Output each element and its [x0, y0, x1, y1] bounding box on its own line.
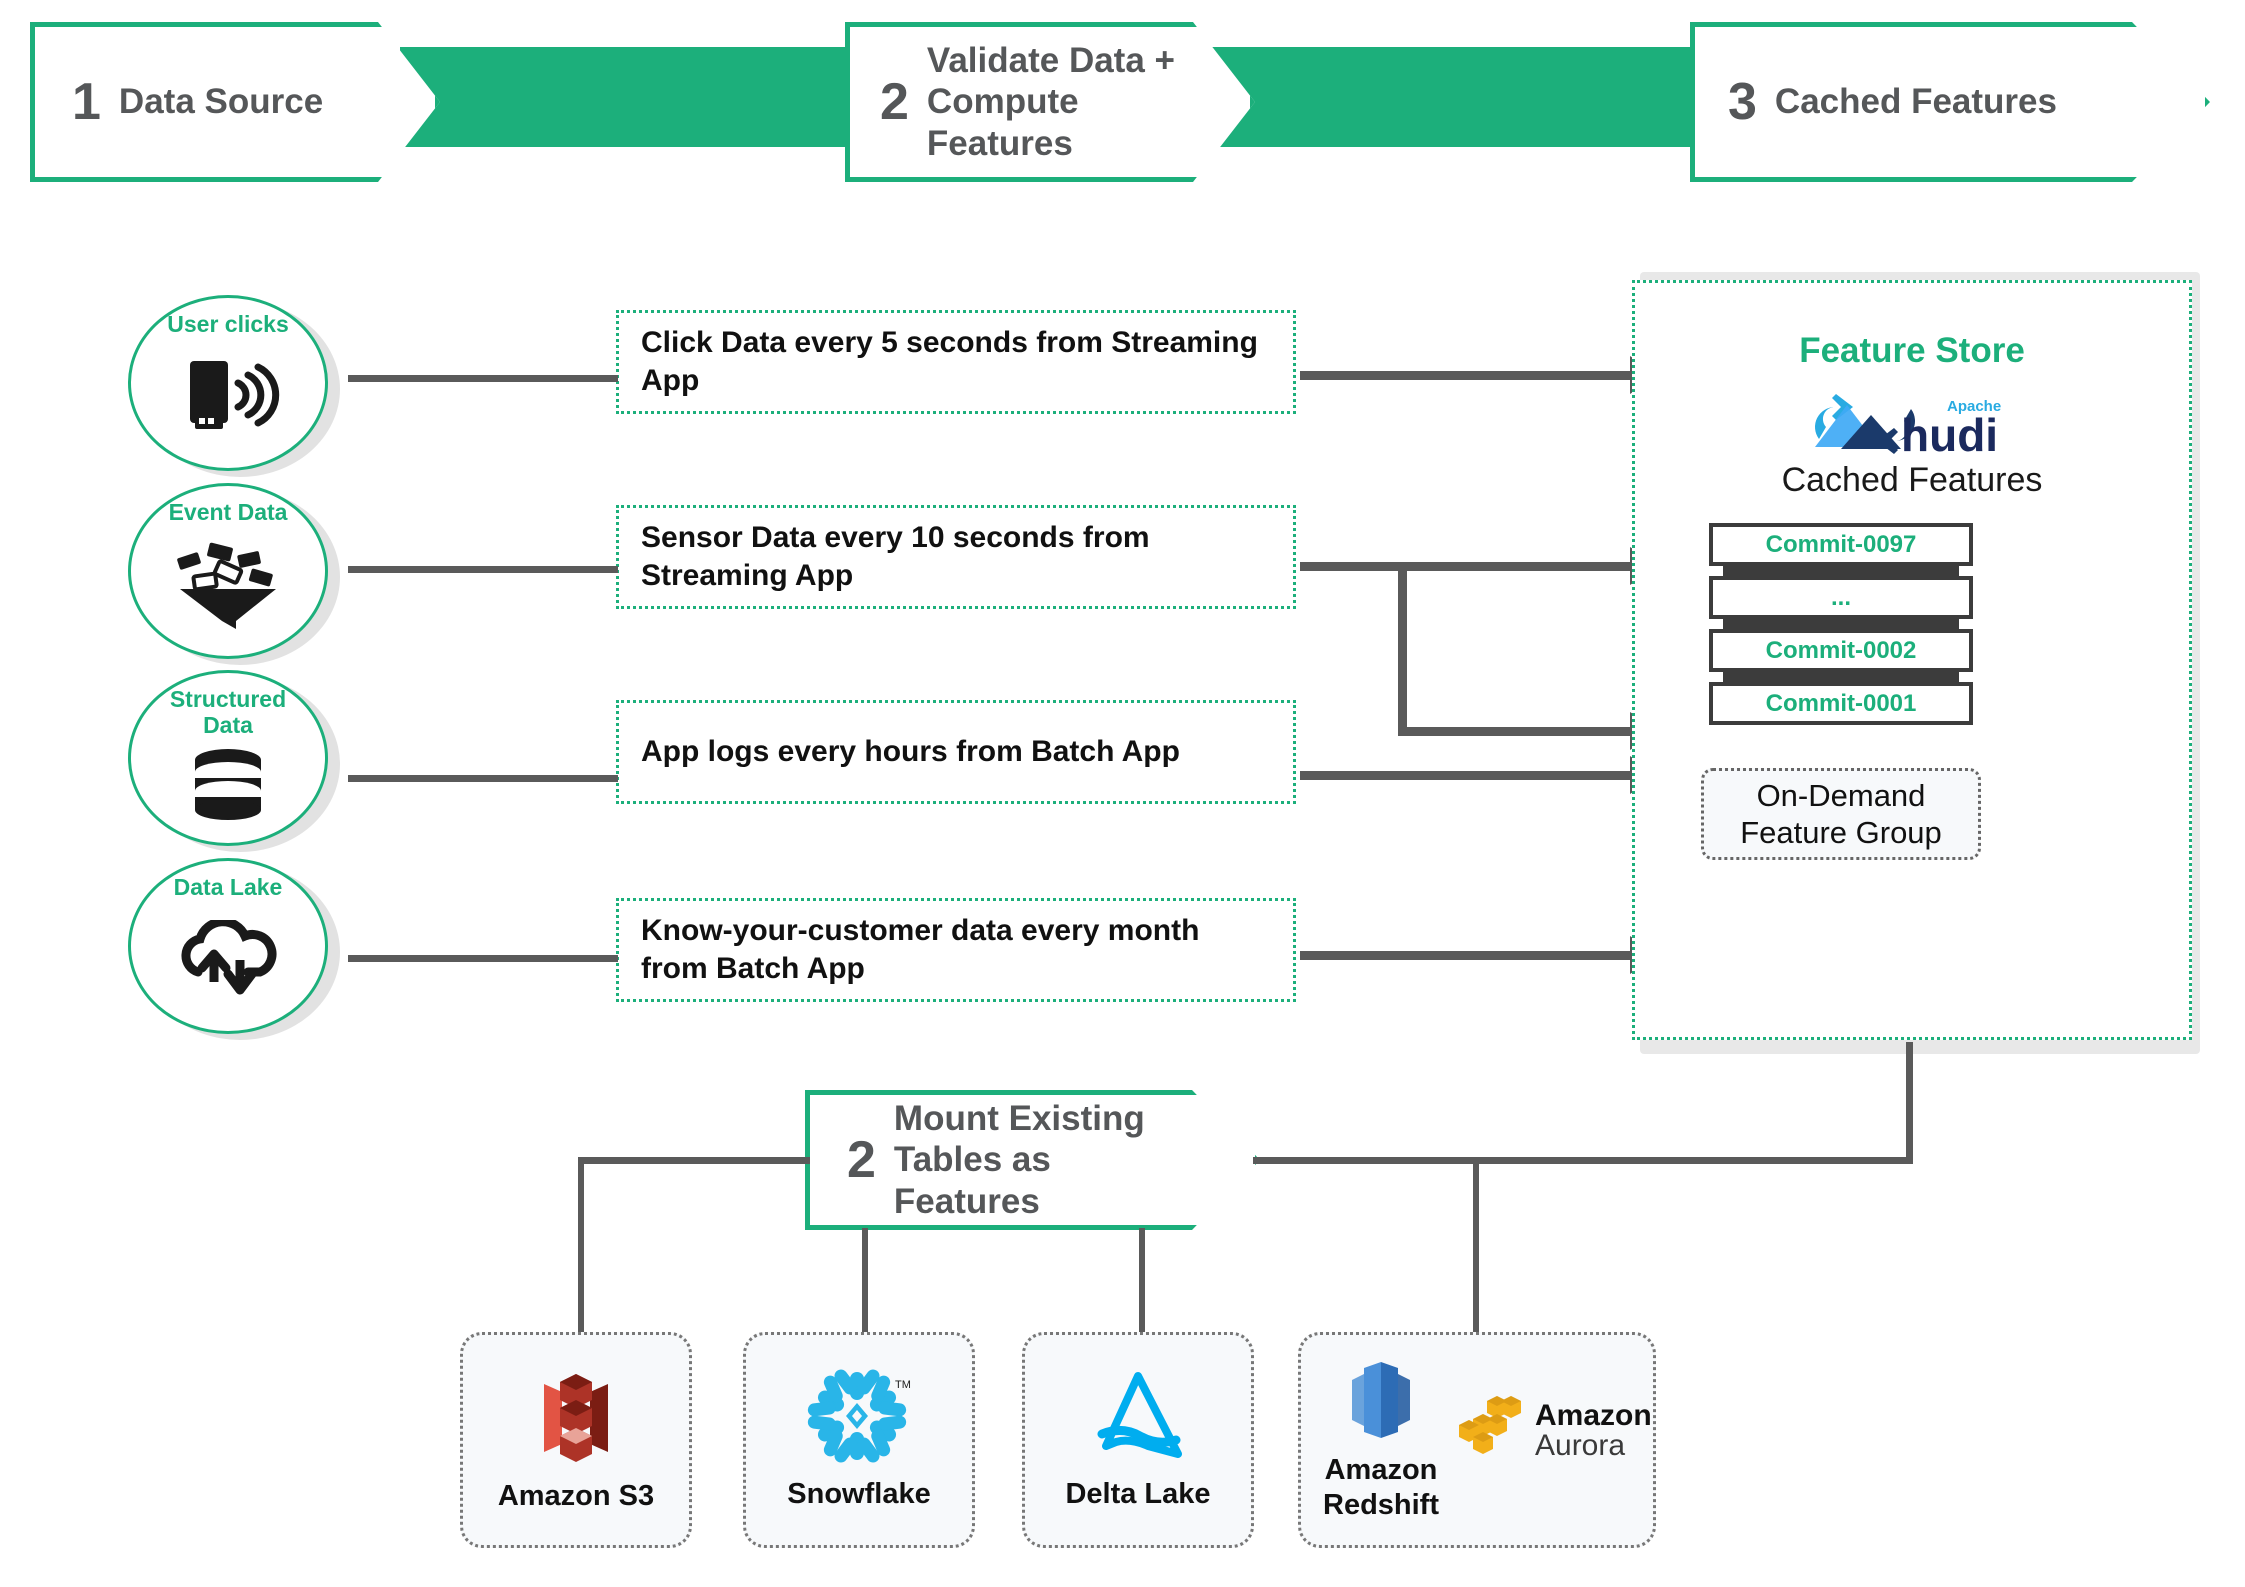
db-tile-name: Snowflake	[787, 1478, 931, 1511]
drop-to-snowflake	[862, 1228, 868, 1337]
header-step-1-number: 1	[72, 73, 101, 131]
on-demand-feature-group-box[interactable]: On-Demand Feature Group	[1701, 768, 1981, 860]
mobile-signal-icon	[128, 357, 328, 437]
amazon-s3-logo	[524, 1366, 628, 1475]
header-step-2-text: 2 Validate Data + Compute Features	[880, 22, 1175, 182]
header-step-2-number: 2	[880, 73, 909, 131]
header-step-1-body	[30, 22, 440, 182]
message-text: Click Data every 5 seconds from Streamin…	[641, 325, 1258, 397]
db-tile-delta-lake[interactable]: Delta Lake	[1022, 1332, 1254, 1548]
commit-divider-band	[1723, 615, 1959, 633]
source-node-label: Data Lake	[173, 874, 283, 900]
commit-stack: Commit-0097 ... Commit-0002 Commit-0001	[1709, 523, 1973, 725]
aurora-label-bottom: Aurora	[1535, 1429, 1626, 1462]
header-step-2-label: Validate Data + Compute Features	[926, 41, 1175, 163]
header-step-1[interactable]	[30, 22, 440, 182]
header-step-2-body	[845, 22, 1255, 182]
source-node-event-data[interactable]: Event Data	[128, 483, 340, 665]
message-text: App logs every hours from Batch App	[641, 734, 1180, 768]
source-node-label: User clicks	[167, 311, 289, 337]
mount-banner-label: Mount Existing Tables as Features	[893, 1099, 1145, 1221]
db-tile-name: Delta Lake	[1065, 1478, 1211, 1511]
source-node-structured-data[interactable]: Structured Data	[128, 670, 340, 852]
redshift-group: Amazon Redshift	[1323, 1358, 1439, 1521]
header-step-1-text: 1 Data Source	[72, 22, 323, 182]
branch-vertical-sensor	[1398, 562, 1407, 735]
commit-divider-band	[1723, 562, 1959, 580]
header-step-3[interactable]	[1690, 22, 2210, 182]
connector-event-data	[348, 566, 618, 573]
arrow-line-sensor-to-store	[1300, 562, 1645, 571]
commit-row[interactable]: Commit-0097	[1709, 523, 1973, 566]
feature-store-panel[interactable]: Feature Store Apache hudi Cached Feature…	[1632, 280, 2192, 1040]
svg-text:hudi: hudi	[1901, 409, 1998, 457]
drop-to-redshift	[1473, 1157, 1479, 1337]
db-tile-name: Amazon Redshift	[1323, 1454, 1439, 1521]
message-box-kyc-data[interactable]: Know-your-customer data every month from…	[616, 898, 1296, 1002]
on-demand-line-2: Feature Group	[1740, 815, 1942, 850]
message-box-sensor-data[interactable]: Sensor Data every 10 seconds from Stream…	[616, 505, 1296, 609]
apache-hudi-logo: Apache hudi	[1635, 391, 2189, 457]
connector-user-clicks	[348, 375, 618, 382]
commit-row[interactable]: ...	[1709, 576, 1973, 619]
mount-existing-tables-banner[interactable]: 2 Mount Existing Tables as Features	[805, 1090, 1260, 1230]
header-step-1-label: Data Source	[118, 82, 324, 122]
commit-divider-band	[1723, 668, 1959, 686]
db-tile-amazon-redshift-aurora[interactable]: Amazon Redshift	[1298, 1332, 1656, 1548]
drop-to-delta-lake	[1139, 1228, 1145, 1337]
funnel-data-icon	[128, 541, 328, 631]
arrow-line-kyc-to-store	[1300, 951, 1645, 960]
branch-horizontal-sensor	[1398, 727, 1645, 736]
header-step-2[interactable]	[845, 22, 1255, 182]
aurora-group: Amazon Aurora	[1453, 1390, 1652, 1473]
feature-store-title: Feature Store	[1799, 331, 2025, 370]
on-demand-line-1: On-Demand	[1756, 777, 1926, 813]
connector-data-lake	[348, 955, 618, 962]
source-node-label: Event Data	[168, 499, 288, 525]
feature-store-down-to-bus	[1906, 1042, 1913, 1164]
delta-lake-logo	[1086, 1368, 1190, 1473]
header-green-bar-1	[400, 47, 920, 147]
source-node-label: Structured Data	[169, 686, 287, 738]
mount-banner-text: 2 Mount Existing Tables as Features	[847, 1090, 1145, 1230]
amazon-redshift-logo	[1342, 1358, 1420, 1447]
aurora-label-top: Amazon	[1535, 1399, 1652, 1432]
arrow-line-applogs-to-store	[1300, 771, 1645, 780]
db-tile-snowflake[interactable]: TM Snowflake	[743, 1332, 975, 1548]
arrow-line-click-to-store	[1300, 371, 1645, 380]
message-text: Know-your-customer data every month from…	[641, 913, 1200, 985]
header-green-bar-2	[1210, 47, 1740, 147]
mount-right-stub	[1253, 1157, 1913, 1164]
svg-text:Apache: Apache	[1947, 398, 2001, 415]
mount-left-stub	[578, 1157, 810, 1164]
header-step-3-number: 3	[1728, 73, 1757, 131]
source-node-data-lake[interactable]: Data Lake	[128, 858, 340, 1040]
commit-row[interactable]: Commit-0002	[1709, 629, 1973, 672]
message-text: Sensor Data every 10 seconds from Stream…	[641, 520, 1150, 592]
database-icon	[128, 748, 328, 826]
message-box-app-logs[interactable]: App logs every hours from Batch App	[616, 700, 1296, 804]
message-box-click-data[interactable]: Click Data every 5 seconds from Streamin…	[616, 310, 1296, 414]
connector-structured-data	[348, 775, 618, 782]
drop-to-s3	[578, 1157, 584, 1337]
mount-banner-body	[805, 1090, 1260, 1230]
snowflake-logo: TM	[807, 1368, 911, 1473]
source-node-disc	[128, 858, 328, 1034]
cloud-sync-icon	[128, 920, 328, 1004]
header-step-3-text: 3 Cached Features	[1728, 22, 2057, 182]
source-node-user-clicks[interactable]: User clicks	[128, 295, 340, 477]
amazon-aurora-logo	[1453, 1390, 1531, 1473]
mount-banner-number: 2	[847, 1131, 876, 1189]
header-step-3-label: Cached Features	[1774, 82, 2057, 122]
commit-row[interactable]: Commit-0001	[1709, 682, 1973, 725]
cached-features-label: Cached Features	[1781, 461, 2043, 499]
db-tile-name: Amazon S3	[497, 1480, 655, 1513]
header-step-3-body	[1690, 22, 2210, 182]
svg-text:TM: TM	[895, 1379, 911, 1391]
db-tile-amazon-s3[interactable]: Amazon S3	[460, 1332, 692, 1548]
